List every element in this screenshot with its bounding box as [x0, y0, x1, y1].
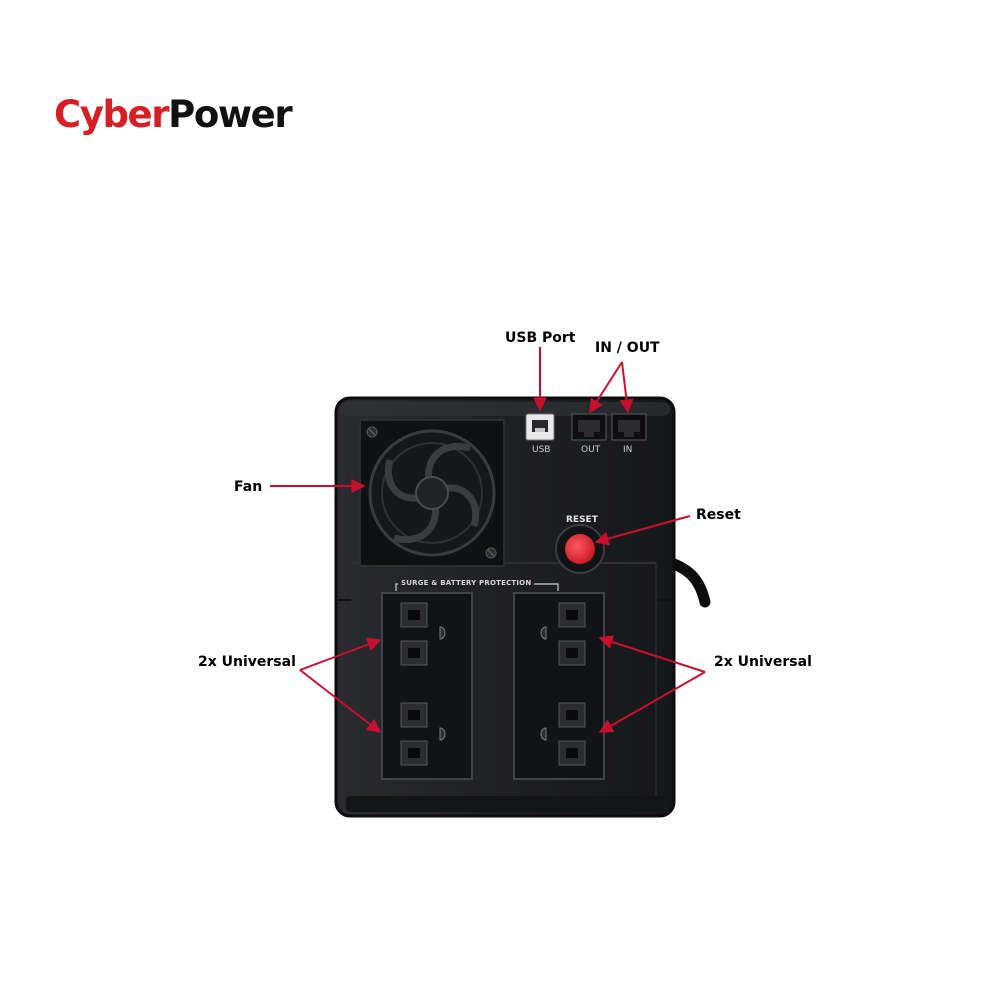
in-port-label: IN: [623, 445, 633, 455]
fan-callout: Fan: [234, 479, 263, 495]
rj45-port-icon: [571, 413, 647, 441]
reset-callout: Reset: [696, 507, 741, 523]
logo-part-power: Power: [168, 93, 292, 136]
protection-strip-label: SURGE & BATTERY PROTECTION: [398, 580, 535, 587]
callout-arrows: [270, 347, 706, 733]
out-port-label: OUT: [581, 445, 601, 455]
reset-button-icon: [555, 524, 605, 574]
usb-port-icon: [525, 413, 555, 441]
reset-label: RESET: [566, 515, 598, 525]
cyberpower-logo: CyberPower: [54, 93, 293, 136]
logo-part-cyber: Cyber: [54, 93, 170, 136]
fan-icon: [359, 419, 505, 567]
universal-left-callout: 2x Universal: [198, 654, 296, 670]
universal-outlet-icon: [381, 592, 605, 780]
usb-port-callout: USB Port: [505, 330, 576, 346]
usb-port-label: USB: [532, 445, 551, 455]
universal-right-callout: 2x Universal: [714, 654, 812, 670]
in-out-callout: IN / OUT: [595, 340, 660, 356]
